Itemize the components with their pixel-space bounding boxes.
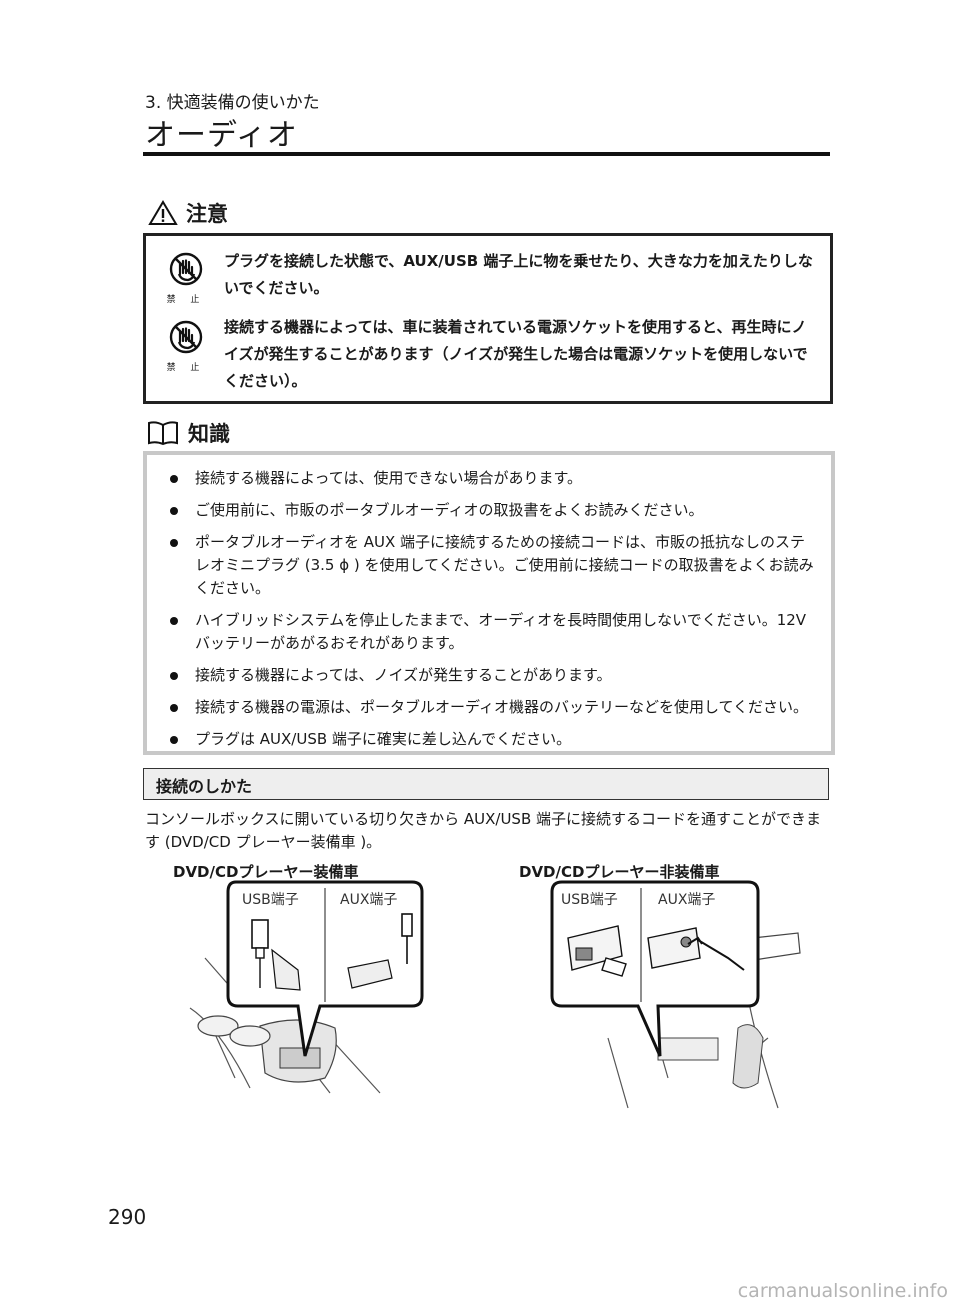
connect-body: コンソールボックスに開いている切り欠きから AUX/USB 端子に接続するコード… [145,810,822,851]
bullet-icon [170,672,178,680]
illustration-without-dvd: USB端子 AUX端子 [550,880,801,1109]
subsection-title: 接続のしかた [156,777,253,796]
prohibited-hand-icon [169,252,203,286]
figure-caption-left: DVD/CDプレーヤー装備車 [173,863,359,881]
bullet-icon [170,539,178,547]
prohibit-label: 禁 止 [166,295,206,305]
list-item: 接続する機器の電源は、ポータブルオーディオ機器のバッテリーなどを使用してください… [165,696,815,719]
bullet-icon [170,704,178,712]
warning-triangle-icon [148,200,178,225]
bullet-icon [170,736,178,744]
knowledge-box: 接続する機器によっては、使用できない場合があります。 ご使用前に、市販のポータブ… [143,451,835,755]
bullet-icon [170,617,178,625]
prohibited-hand-icon [169,320,203,354]
list-item: 接続する機器によっては、ノイズが発生することがあります。 [165,664,815,687]
list-item: ハイブリッドシステムを停止したままで、オーディオを長時間使用しないでください。1… [165,609,815,655]
watermark: carmanualsonline.info [737,1280,948,1302]
illustration-with-dvd: USB端子 AUX端子 [189,880,424,1094]
prohibit-label: 禁 止 [166,363,206,373]
bullet-icon [170,507,178,515]
knowledge-heading: 知識 [146,418,230,448]
bullet-icon [170,475,178,483]
caution-box: 禁 止 プラグを接続した状態で、AUX/USB 端子上に物を乗せたり、大きな力を… [143,233,833,404]
figure-caption-right: DVD/CDプレーヤー非装備車 [519,863,720,881]
usb-port-label: USB端子 [561,892,618,908]
caution-title: 注意 [186,202,228,226]
knowledge-list: 接続する機器によっては、使用できない場合があります。 ご使用前に、市販のポータブ… [165,467,815,760]
aux-port-label: AUX端子 [340,892,397,908]
prohibition-mark: 禁 止 [166,252,206,305]
list-item: ご使用前に、市販のポータブルオーディオの取扱書をよくお読みください。 [165,499,815,522]
page-number: 290 [108,1205,147,1229]
prohibition-mark: 禁 止 [166,320,206,373]
subsection-header: 接続のしかた [143,768,829,800]
knowledge-title: 知識 [188,422,230,446]
caution-text: 接続する機器によっては、車に装着されている電源ソケットを使用すると、再生時にノイ… [224,318,808,390]
list-item: ポータブルオーディオを AUX 端子に接続するための接続コードは、市販の抵抗なし… [165,531,815,600]
list-item: プラグは AUX/USB 端子に確実に差し込んでください。 [165,728,815,751]
open-book-icon [148,421,178,446]
section-label: 3. 快適装備の使いかた [145,93,320,113]
aux-port-label: AUX端子 [658,892,715,908]
caution-text: プラグを接続した状態で、AUX/USB 端子上に物を乗せたり、大きな力を加えたり… [224,252,813,297]
page-title: オーディオ [145,118,298,153]
title-rule [143,152,830,156]
caution-heading: 注意 [148,198,228,228]
usb-port-label: USB端子 [242,892,299,908]
list-item: 接続する機器によっては、使用できない場合があります。 [165,467,815,490]
